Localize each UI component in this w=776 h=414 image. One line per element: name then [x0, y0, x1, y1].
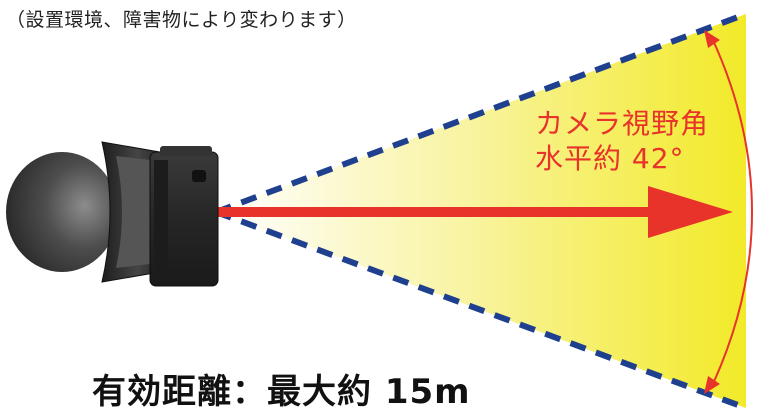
fov-label-line1: カメラ視野角	[535, 107, 710, 140]
fov-boundary-lower	[214, 209, 748, 411]
arc-arrowhead-top	[704, 30, 720, 48]
installation-note: （設置環境、障害物により変わります）	[6, 9, 357, 31]
effective-range-label: 有効距離：最大約 15m	[92, 372, 471, 412]
mount-disc	[6, 152, 118, 272]
camera-body-side	[154, 160, 168, 278]
camera-indicator	[192, 170, 206, 182]
range-arrow-shaft	[218, 207, 652, 217]
range-arrow-head	[648, 186, 733, 238]
fov-angle-arc	[711, 37, 753, 387]
camera-top-cap	[160, 146, 212, 156]
arc-arrowhead-bottom	[704, 376, 720, 394]
camera-hood-inner	[116, 156, 150, 268]
fov-label-line2: 水平約 42°	[535, 142, 685, 175]
fov-boundary-upper	[214, 11, 748, 215]
fov-angle-label: カメラ視野角 水平約 42°	[535, 106, 709, 176]
